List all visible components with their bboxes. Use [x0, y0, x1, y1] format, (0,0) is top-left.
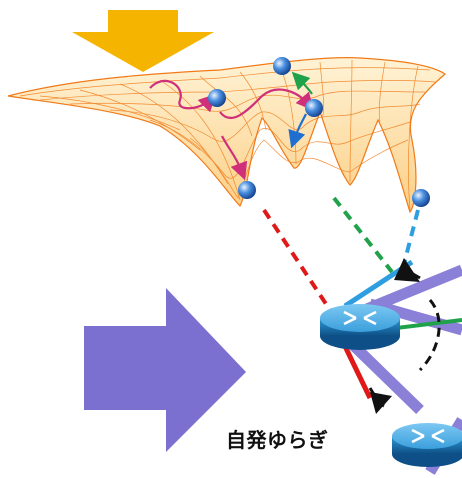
- ball-icon: [273, 57, 291, 75]
- energy-landscape: [7, 57, 446, 214]
- ball-icon: [208, 89, 226, 107]
- mapping-line-red: [262, 208, 332, 312]
- ball-icon: [412, 189, 430, 207]
- router-icon: [392, 423, 462, 467]
- fluctuation-arrowhead-bottom: [370, 392, 392, 414]
- router-icon: [320, 304, 400, 350]
- down-arrow-icon: [72, 10, 214, 72]
- ball-icon: [305, 99, 323, 117]
- trajectory-magenta-3: [221, 135, 248, 181]
- mapping-line-green: [332, 196, 394, 274]
- trajectory-blue: [288, 113, 307, 149]
- trajectory-magenta-1: [149, 79, 217, 113]
- trajectory-green: [291, 71, 313, 95]
- surface-fill: [7, 57, 446, 214]
- ball-icon: [238, 181, 256, 199]
- spontaneous-fluctuation-label: 自発ゆらぎ: [226, 428, 329, 452]
- fluctuation-arrowhead-top: [394, 258, 420, 282]
- right-arrow-icon: [84, 288, 246, 452]
- trajectory-magenta-2: [219, 88, 314, 120]
- mapping-line-blue: [402, 209, 420, 265]
- mapping-lines: [262, 196, 420, 312]
